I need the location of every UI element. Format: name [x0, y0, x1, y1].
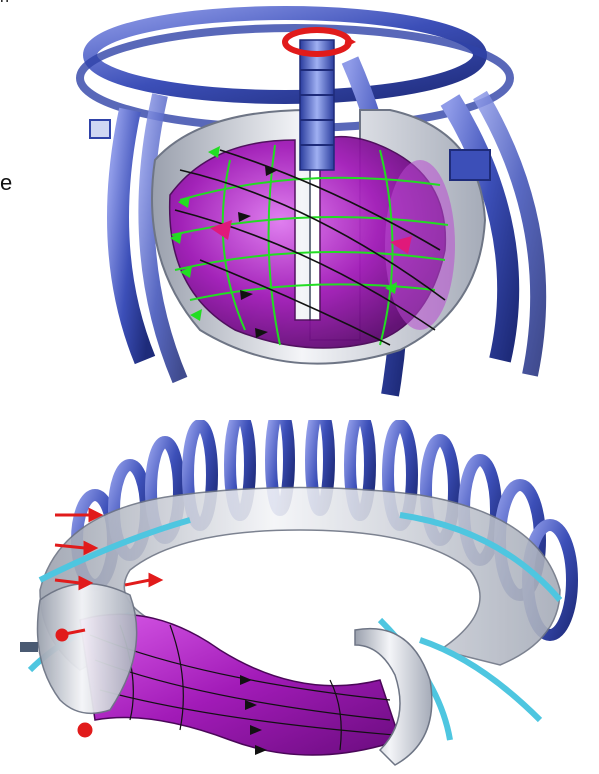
clipped-text-fragment-middle: e	[0, 172, 12, 194]
clipped-text-fragment-top: n	[0, 0, 9, 6]
coil-end-block	[450, 150, 490, 180]
coil-connector-block	[90, 120, 110, 138]
tokamak-illustration	[60, 0, 580, 405]
support-strut	[20, 642, 38, 652]
central-solenoid	[300, 40, 334, 170]
stellarator-illustration	[0, 420, 599, 774]
